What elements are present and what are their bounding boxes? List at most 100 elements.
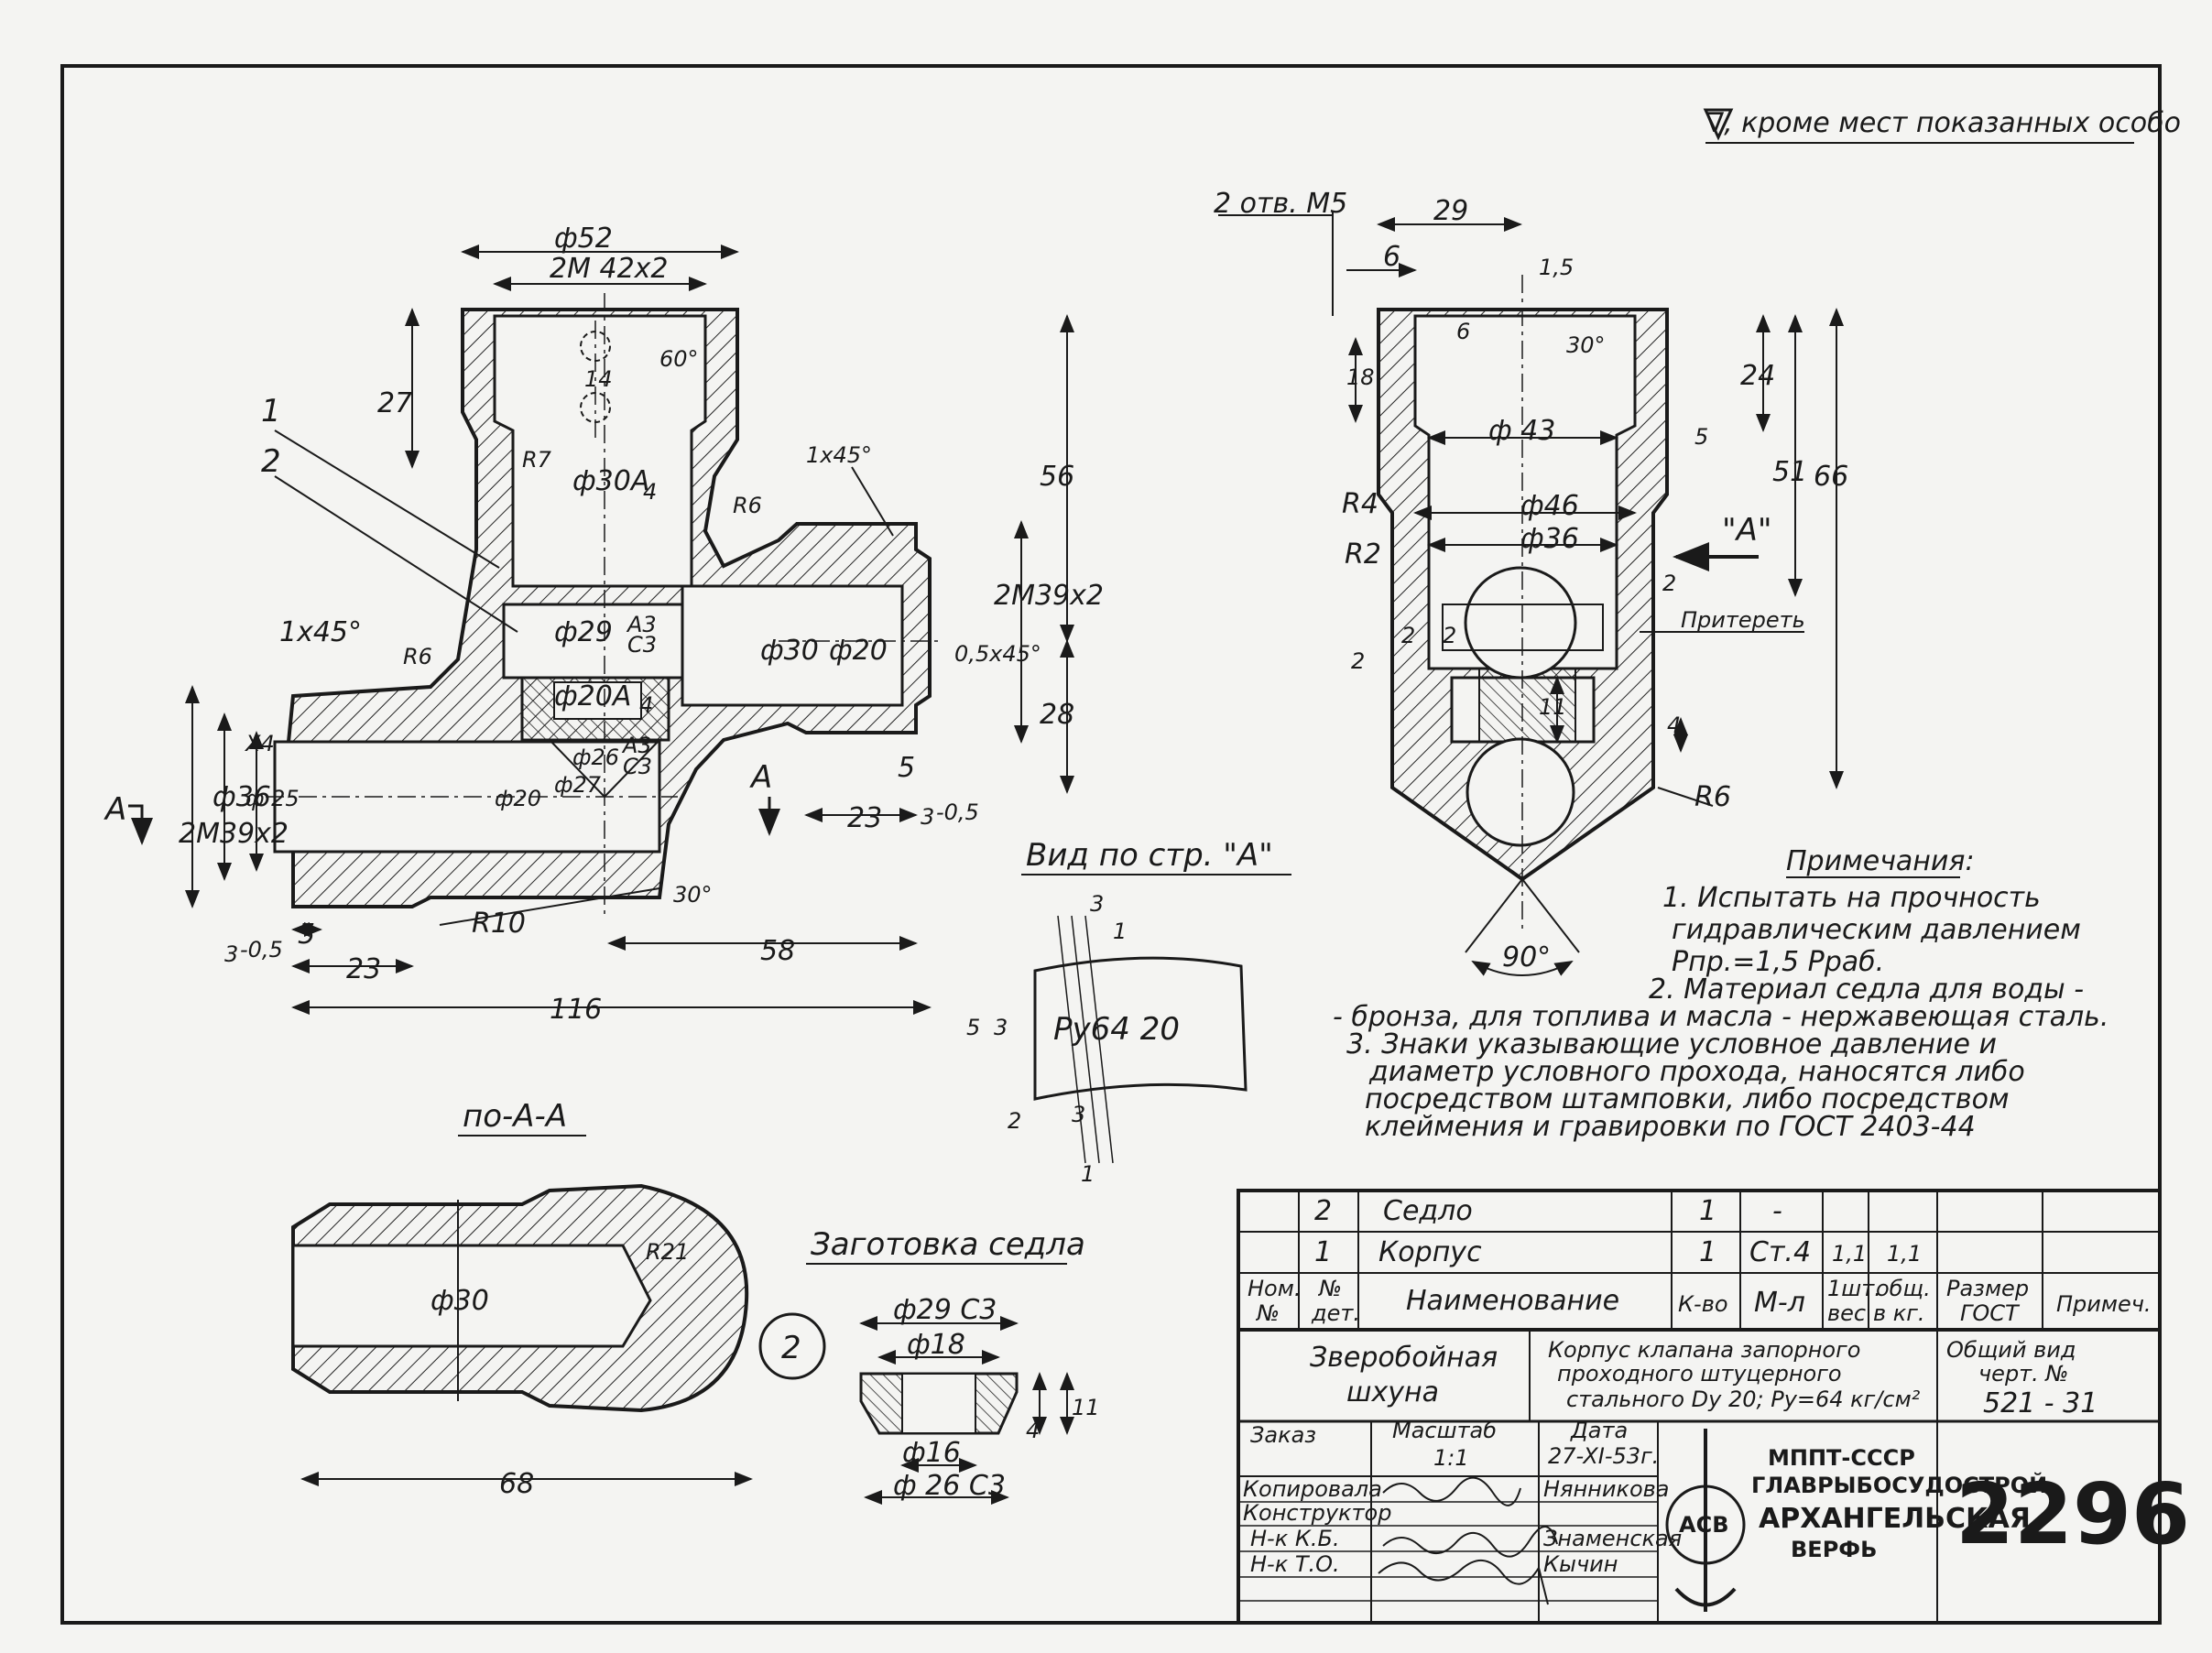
- parts-table: 2 Седло 1 - 1 Корпус 1 Ст.4 1,1 1,1 Ном.…: [1237, 1189, 2162, 1332]
- dim-chamfer-small: 0,5х45°: [954, 641, 1041, 667]
- view-a-plate: [1033, 956, 1248, 1101]
- dim-len66: 66: [1814, 461, 1848, 493]
- outer-frame: [60, 64, 2162, 1625]
- row-0-mat: -: [1772, 1195, 1782, 1227]
- dim-len15: 1,5: [1539, 255, 1574, 280]
- note-line-8: клеймения и гравировки по ГОСТ 2403-44: [1365, 1111, 1976, 1143]
- dim-len2d: 2: [1351, 648, 1365, 674]
- dim-d27: ф27: [554, 772, 602, 798]
- view-a-title: Вид по стр. "А": [1026, 837, 1273, 874]
- dim-len28: 28: [1040, 699, 1074, 731]
- view-a-marking: Ру64 20: [1053, 1011, 1180, 1048]
- dim-len27: 27: [377, 387, 412, 419]
- note-line-0: 1. Испытать на прочность: [1662, 882, 2041, 914]
- dim-d30a-sub: 4: [643, 479, 657, 505]
- dim-d25: ф 25: [245, 786, 300, 811]
- dim-tol-left: -0,5: [240, 937, 283, 962]
- dim-len56: 56: [1040, 461, 1074, 493]
- row-0-pos: 2: [1314, 1195, 1332, 1227]
- name-2: Знаменская: [1543, 1526, 1682, 1551]
- dim-thread-top: 2М 42х2: [550, 253, 669, 285]
- callout-part-1: 1: [261, 393, 281, 430]
- dim-len51: 51: [1772, 456, 1807, 488]
- dim-len2c: 2: [1443, 623, 1456, 648]
- dim-d20-left: ф20: [495, 786, 541, 811]
- side-section-view: 2 отв. М5 29 6 1,5 30° 6 18 24 5 ф 43 51…: [1214, 188, 1848, 976]
- dim-thread-left: 2М39х2: [179, 818, 289, 850]
- role-1: Конструктор: [1243, 1500, 1391, 1526]
- desc-c: стального Dу 20; Ру=64 кг/см²: [1566, 1387, 1921, 1412]
- dim-r6b: R6: [403, 644, 432, 669]
- seat-blank-title: Заготовка седла: [811, 1226, 1085, 1263]
- lap-note: Притереть: [1681, 607, 1805, 633]
- ball-lower: [1466, 737, 1575, 847]
- seat-blank: Заготовка седла 2 ф29 С3 ф18 ф16 ф 26 С3…: [758, 1226, 1100, 1505]
- ball-upper: [1464, 566, 1577, 680]
- dim-angle30-side: 30°: [1566, 332, 1606, 358]
- dim-chamfer-left: 1х45°: [279, 616, 362, 648]
- outlet-bore: [681, 584, 904, 707]
- dim-len5-right: 5: [898, 752, 915, 784]
- hdr-w1-b: вес: [1827, 1300, 1866, 1326]
- dim-len24: 24: [1740, 360, 1775, 392]
- hdr-mat: М-л: [1754, 1287, 1805, 1319]
- view-a-dim-5: 3: [1072, 1102, 1085, 1127]
- section-aa-d30: ф30: [430, 1285, 489, 1317]
- view-arrow-label: "А": [1722, 512, 1772, 549]
- dim-r6-side: R6: [1694, 781, 1731, 813]
- dim-d20a-sub: 4: [639, 692, 653, 718]
- dim-angle30: 30°: [673, 882, 713, 908]
- hdr-w2-a: общ.: [1876, 1276, 1931, 1301]
- section-aa-title: по-А-А: [463, 1098, 567, 1135]
- callout-part-2: 2: [261, 443, 281, 480]
- dim-d26: ф26: [572, 745, 619, 770]
- dim-len6b: 6: [1456, 319, 1470, 344]
- dim-d20a: ф20А: [554, 680, 631, 712]
- dim-d30a: ф30А: [572, 465, 649, 497]
- role-3: Н-к Т.О.: [1250, 1551, 1340, 1577]
- logo-text: АСВ: [1679, 1512, 1728, 1538]
- dim-d29-den: С3: [627, 632, 657, 658]
- dim-r4: R4: [1342, 488, 1378, 520]
- dim-tol-right: -0,5: [936, 799, 979, 825]
- dim-r6a: R6: [733, 493, 762, 518]
- hdr-w1-a: 1шт.: [1827, 1276, 1881, 1301]
- view-a-dim-6: 1: [1081, 1161, 1095, 1187]
- notes-title: Примечания:: [1786, 845, 1975, 877]
- dim-d30: ф30: [760, 635, 819, 667]
- order-label: Заказ: [1250, 1422, 1316, 1448]
- section-letter-left: А: [104, 791, 126, 828]
- surface-finish-note: ∇, кроме мест показанных особо: [1703, 107, 2181, 144]
- org-b: ГЛАВРЫБОСУДОСТРОЙ: [1751, 1472, 2047, 1498]
- dim-d46: ф46: [1520, 490, 1579, 522]
- dim-d36-side: ф36: [1520, 523, 1579, 555]
- section-letter-right: А: [749, 759, 772, 796]
- dim-angle60: 60°: [659, 346, 699, 372]
- row-1-w1: 1,1: [1832, 1241, 1867, 1267]
- org-d: ВЕРФЬ: [1791, 1537, 1877, 1562]
- scale-label: Масштаб: [1392, 1418, 1497, 1443]
- hdr-size-a: Размер: [1946, 1276, 2029, 1301]
- note-line-3: 2. Материал седла для воды -: [1649, 973, 2084, 1006]
- seat-len11: 11: [1072, 1395, 1100, 1420]
- seat-d18: ф18: [907, 1329, 965, 1361]
- dim-d36: ф36: [212, 781, 271, 813]
- dim-d29: ф29: [554, 616, 613, 648]
- dim-r10: R10: [472, 908, 526, 940]
- hdr-det-a: №: [1317, 1276, 1342, 1301]
- view-a-dim-1: 1: [1113, 919, 1127, 944]
- signature-2: [1382, 1526, 1558, 1558]
- scale-value: 1:1: [1433, 1445, 1469, 1471]
- vessel-b: шхуна: [1346, 1376, 1439, 1408]
- view-a-dim-4: 2: [1008, 1108, 1021, 1134]
- dim-len3-left: 3: [224, 941, 238, 967]
- dim-d52: ф52: [554, 223, 613, 255]
- hdr-pos-a: Ном.: [1248, 1276, 1301, 1301]
- org-a: МППТ-СССР: [1768, 1445, 1915, 1471]
- dim-d29-num: А3: [626, 612, 657, 637]
- hdr-size-b: ГОСТ: [1960, 1300, 2021, 1326]
- dim-len23-right: 23: [847, 802, 882, 834]
- row-1-name: Корпус: [1378, 1236, 1482, 1268]
- note-line-6: диаметр условного прохода, наносятся либ…: [1368, 1056, 2025, 1088]
